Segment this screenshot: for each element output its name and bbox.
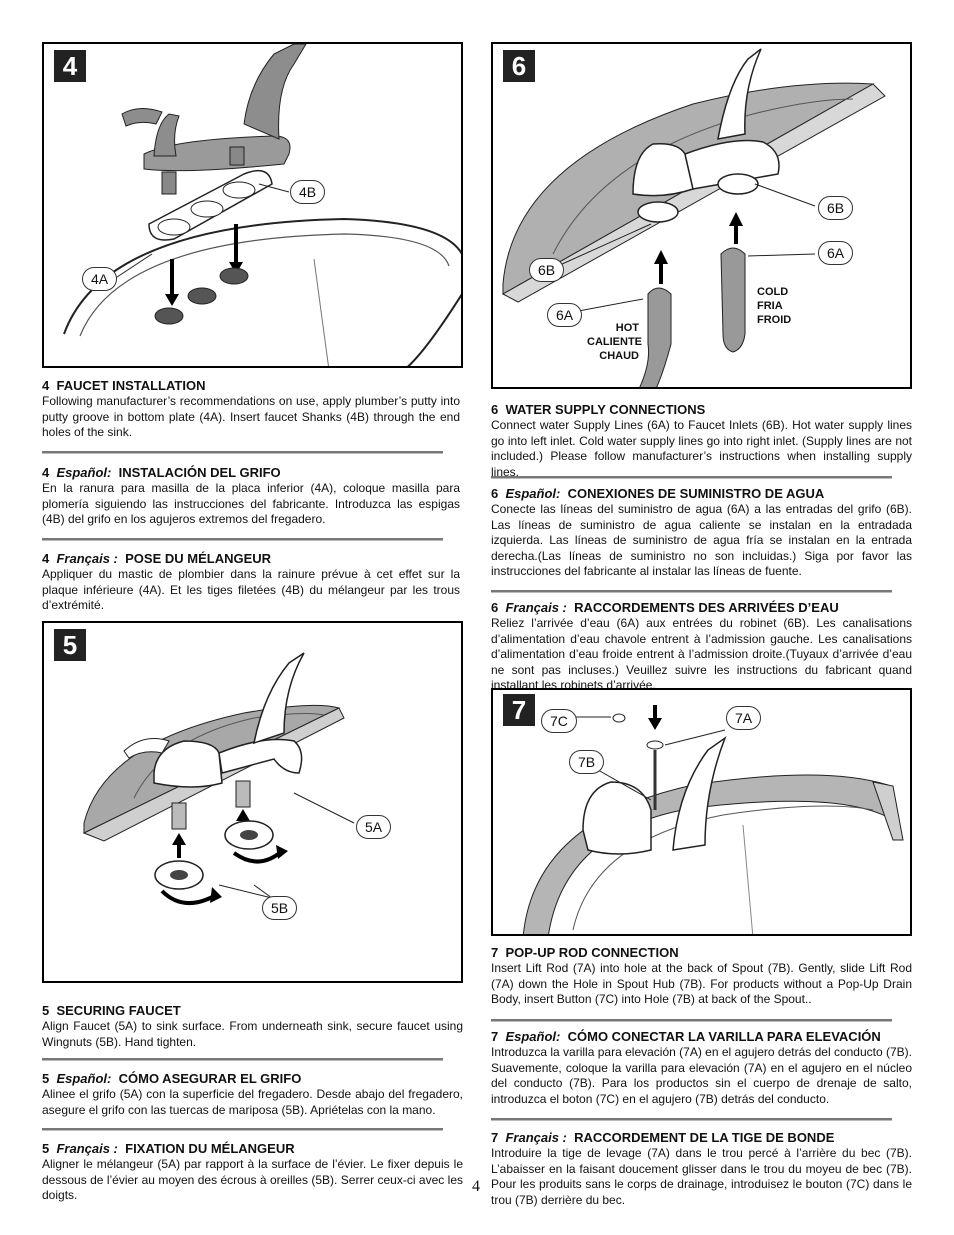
step-badge: 5 (54, 629, 86, 661)
section-title: FAUCET INSTALLATION (56, 378, 206, 393)
callout-7c: 7C (541, 709, 577, 733)
section-7-fr: 7 Français : RACCORDEMENT DE LA TIGE DE … (491, 1130, 912, 1208)
section-title: CÓMO ASEGURAR EL GRIFO (118, 1071, 302, 1086)
divider (42, 538, 443, 541)
section-title: POSE DU MÉLANGEUR (125, 551, 272, 566)
section-language: Español: (505, 1029, 561, 1044)
section-title: CONEXIONES DE SUMINISTRO DE AGUA (567, 486, 825, 501)
section-number: 4 (42, 378, 50, 393)
section-body: Alinee el grifo (5A) con la superficie d… (42, 1087, 463, 1117)
section-body: Following manufacturer’s recommendations… (42, 394, 460, 439)
section-body: Connect water Supply Lines (6A) to Fauce… (491, 418, 912, 479)
section-number: 6 (491, 402, 499, 417)
section-5-fr: 5 Français : FIXATION DU MÉLANGEUR Align… (42, 1141, 463, 1204)
section-language: Français : (505, 1130, 567, 1145)
step-badge: 7 (503, 694, 535, 726)
callout-5b: 5B (262, 896, 298, 920)
section-title: RACCORDEMENTS DES ARRIVÉES D’EAU (574, 600, 839, 615)
section-4-es: 4 Español: INSTALACIÓN DEL GRIFO En la r… (42, 465, 460, 528)
step-badge: 6 (503, 50, 535, 82)
callout-6a-left: 6A (547, 303, 583, 327)
cold-label: COLD FRIA FROID (757, 285, 791, 327)
section-body: Appliquer du mastic de plombier dans la … (42, 567, 460, 612)
section-6-en: 6 WATER SUPPLY CONNECTIONS Connect water… (491, 402, 912, 480)
hot-label-es: CALIENTE (587, 336, 642, 348)
section-6-fr: 6 Français : RACCORDEMENTS DES ARRIVÉES … (491, 600, 912, 694)
figure-step-4: 4 4B 4A (42, 42, 463, 368)
section-language: Français : (56, 1141, 118, 1156)
section-language: Español: (56, 1071, 112, 1086)
page-number: 4 (472, 1178, 480, 1195)
section-number: 5 (42, 1003, 50, 1018)
cold-label-es: FRIA (757, 300, 783, 312)
section-body: Reliez l’arrivée d’eau (6A) aux entrées … (491, 616, 912, 692)
securing-faucet-illustration (82, 652, 355, 905)
section-number: 6 (491, 600, 499, 615)
divider (491, 590, 892, 593)
section-body: En la ranura para masilla de la placa in… (42, 481, 460, 526)
section-body: Conecte las líneas del suministro de agu… (491, 502, 912, 578)
section-language: Français : (505, 600, 567, 615)
section-number: 5 (42, 1071, 50, 1086)
section-title: POP-UP ROD CONNECTION (505, 945, 679, 960)
callout-5a: 5A (356, 815, 392, 839)
divider (42, 1128, 443, 1131)
hot-label-fr: CHAUD (599, 350, 639, 362)
section-number: 7 (491, 1029, 499, 1044)
figure-step-7: 7 7C 7A 7B (491, 688, 912, 936)
section-number: 5 (42, 1141, 50, 1156)
pop-up-rod-illustration (522, 705, 904, 934)
figure-step-6: 6 6B 6A 6B 6A HOT CALIENTE CHAUD COLD FR… (491, 42, 912, 389)
section-number: 4 (42, 465, 50, 480)
section-body: Insert Lift Rod (7A) into hole at the ba… (491, 961, 912, 1006)
divider (42, 1058, 443, 1061)
callout-6a-right: 6A (818, 241, 854, 265)
section-4-en: 4 FAUCET INSTALLATION Following manufact… (42, 378, 460, 441)
divider (491, 1019, 892, 1022)
section-body: Introduzca la varilla para elevación (7A… (491, 1045, 912, 1106)
section-number: 6 (491, 486, 499, 501)
section-6-es: 6 Español: CONEXIONES DE SUMINISTRO DE A… (491, 486, 912, 580)
section-7-es: 7 Español: CÓMO CONECTAR LA VARILLA PARA… (491, 1029, 912, 1107)
section-5-es: 5 Español: CÓMO ASEGURAR EL GRIFO Alinee… (42, 1071, 463, 1118)
faucet-installation-illustration (63, 44, 461, 366)
section-4-fr: 4 Français : POSE DU MÉLANGEUR Appliquer… (42, 551, 460, 614)
section-number: 7 (491, 1130, 499, 1145)
section-5-en: 5 SECURING FAUCET Align Faucet (5A) to s… (42, 1003, 463, 1050)
divider (491, 476, 892, 479)
section-title: CÓMO CONECTAR LA VARILLA PARA ELEVACIÓN (567, 1029, 881, 1044)
callout-6b-right: 6B (818, 196, 854, 220)
section-title: FIXATION DU MÉLANGEUR (125, 1141, 295, 1156)
divider (491, 1118, 892, 1121)
section-body: Align Faucet (5A) to sink surface. From … (42, 1019, 463, 1049)
section-number: 4 (42, 551, 50, 566)
section-language: Français : (56, 551, 118, 566)
divider (42, 451, 443, 454)
section-title: WATER SUPPLY CONNECTIONS (505, 402, 706, 417)
hot-label: HOT CALIENTE CHAUD (587, 321, 642, 363)
step-badge: 4 (54, 50, 86, 82)
section-title: INSTALACIÓN DEL GRIFO (118, 465, 281, 480)
water-supply-illustration (501, 48, 886, 387)
section-number: 7 (491, 945, 499, 960)
section-7-en: 7 POP-UP ROD CONNECTION Insert Lift Rod … (491, 945, 912, 1008)
section-title: SECURING FAUCET (56, 1003, 181, 1018)
hot-label-en: HOT (615, 322, 639, 334)
callout-6b-left: 6B (529, 258, 565, 282)
cold-label-en: COLD (757, 286, 789, 298)
callout-7b: 7B (569, 750, 605, 774)
section-language: Español: (56, 465, 112, 480)
callout-7a: 7A (726, 706, 762, 730)
cold-label-fr: FROID (757, 314, 792, 326)
figure-step-5: 5 5A 5B (42, 621, 463, 983)
callout-4a: 4A (82, 267, 118, 291)
section-language: Español: (505, 486, 561, 501)
section-body: Introduire la tige de levage (7A) dans l… (491, 1146, 912, 1207)
section-body: Aligner le mélangeur (5A) par rapport à … (42, 1157, 463, 1202)
callout-4b: 4B (290, 180, 326, 204)
section-title: RACCORDEMENT DE LA TIGE DE BONDE (574, 1130, 835, 1145)
